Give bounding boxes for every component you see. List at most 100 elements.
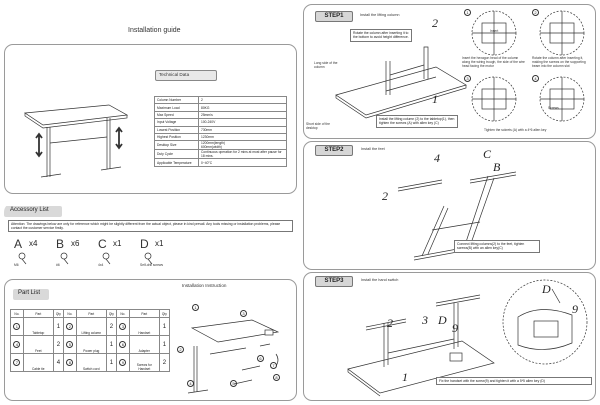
instruction-header: Installation Instruction <box>182 283 227 288</box>
part-qty: 1 <box>158 317 171 336</box>
part-name-text: Switch cord <box>83 367 100 371</box>
detail-drawing <box>539 10 585 56</box>
accessory-letter: C <box>98 237 107 251</box>
part-callout: 8 <box>273 374 280 381</box>
step1-num2: 2 <box>432 16 438 30</box>
screw-icon <box>18 252 27 265</box>
part-callout: 1 <box>192 304 199 311</box>
tech-value: 1200mm(length) 600mm(width) <box>198 140 287 151</box>
part-name: Adapter <box>128 335 160 354</box>
step3-labelD: D <box>438 313 447 327</box>
tech-value: 25mm/s <box>198 110 287 120</box>
tech-label: Applicable Temperature <box>154 158 199 167</box>
tech-value: 80KG <box>198 103 287 112</box>
step1-note2: Install the lifting column (2) to the ta… <box>376 115 458 128</box>
part-number-circle: 9 <box>119 359 127 366</box>
step2-label: STEP2 <box>315 145 353 156</box>
part-number: 1 <box>10 317 24 336</box>
tech-header-bar <box>155 70 217 81</box>
parts-header: Part List <box>18 290 41 296</box>
detail-number: 3 <box>464 75 471 82</box>
parts-col-header: No. <box>62 309 77 318</box>
part-number-circle: 6 <box>119 341 127 348</box>
parts-col-header: Part <box>22 309 54 318</box>
tech-label: Column Number <box>154 95 199 105</box>
part-callout: 7 <box>270 362 277 369</box>
part-name: Power plug <box>75 335 107 354</box>
step1-illustration <box>335 46 467 119</box>
part-name-text: Adapter <box>138 349 150 353</box>
step3-detail-circle <box>502 279 588 365</box>
part-name-text: Screws for Handset <box>136 363 152 371</box>
screw-icon <box>60 252 69 265</box>
part-qty: 1 <box>105 353 117 372</box>
accessory-qty: x6 <box>71 239 80 248</box>
screw-icon <box>102 252 111 265</box>
part-name: Switch cord <box>75 353 107 372</box>
step1-note1: Rotate the column after inserting it to … <box>350 29 412 42</box>
part-name-text: Feet <box>35 349 42 353</box>
detail-number: 2 <box>532 9 539 16</box>
tech-label: Input Voltage <box>154 118 199 127</box>
parts-col-header: No. <box>115 309 130 318</box>
part-number: 9 <box>115 353 130 372</box>
step1-short-side: Short side of the desktop <box>306 122 331 130</box>
detail3-text: Tighten the sckrets (A) with a 4*6 allen… <box>484 128 547 132</box>
parts-exploded-illustration <box>187 319 280 394</box>
accessory-letter: D <box>140 237 149 251</box>
part-qty: 2 <box>158 353 171 372</box>
part-name-text: Tabletop <box>32 331 45 335</box>
part-number: 2 <box>62 317 77 336</box>
part-number: 5 <box>62 335 77 354</box>
part-number: 3 <box>115 317 130 336</box>
detail-drawing <box>471 10 517 56</box>
detail1-text: Insert the hexagon head of the column al… <box>462 56 525 68</box>
step3-note: Fix the handset with the screw(9) and ti… <box>436 377 592 386</box>
step1-detail-num3: 3 <box>464 75 524 123</box>
step1-detail-num2: 2 <box>532 9 592 57</box>
step2-title: Install the feet <box>361 147 385 151</box>
part-name: Screws for Handset <box>128 353 160 372</box>
part-qty: 4 <box>52 353 64 372</box>
part-name-text: Handset <box>138 331 151 335</box>
accessory-name: 4x4 <box>98 263 104 267</box>
accessory-name: Self-drill screws <box>140 263 164 267</box>
tech-label: Desktop Size <box>154 140 199 151</box>
step2-panel: STEP2 Install the feet 4 C B 2 Connect l… <box>303 141 596 270</box>
step1-panel: STEP1 Install the lifting column Rotate … <box>303 4 596 139</box>
part-name-text: Power plug <box>83 349 100 353</box>
accessory-name: #6 <box>56 263 60 267</box>
accessory-qty: x4 <box>29 239 38 248</box>
step1-label: STEP1 <box>315 11 353 22</box>
part-callout: 6 <box>257 355 264 362</box>
step3-num2: 2 <box>387 316 393 330</box>
accessory-letter: A <box>14 237 23 251</box>
step3-num3: 3 <box>422 313 428 327</box>
accessory-attention: Attention: The drawings below are only f… <box>8 220 293 232</box>
step3-panel: STEP3 Install the hand switch 3 D 9 2 1 … <box>303 272 596 401</box>
desk-illustration <box>23 104 129 178</box>
step3-label: STEP3 <box>315 276 353 287</box>
step1-long-side: Long side of the column <box>314 61 338 69</box>
accessory-header: Accessory List <box>10 207 49 213</box>
part-name: Feet <box>22 335 54 354</box>
part-name-text: Lifting column <box>81 331 102 335</box>
part-number-circle: 3 <box>119 323 127 330</box>
parts-col-header: Part <box>128 309 160 318</box>
parts-col-header: Qty <box>158 309 171 318</box>
detail2-text: Rotate the column after inserting it, ma… <box>532 56 586 68</box>
step3-num1: 1 <box>402 370 408 384</box>
part-qty: 2 <box>105 317 117 336</box>
